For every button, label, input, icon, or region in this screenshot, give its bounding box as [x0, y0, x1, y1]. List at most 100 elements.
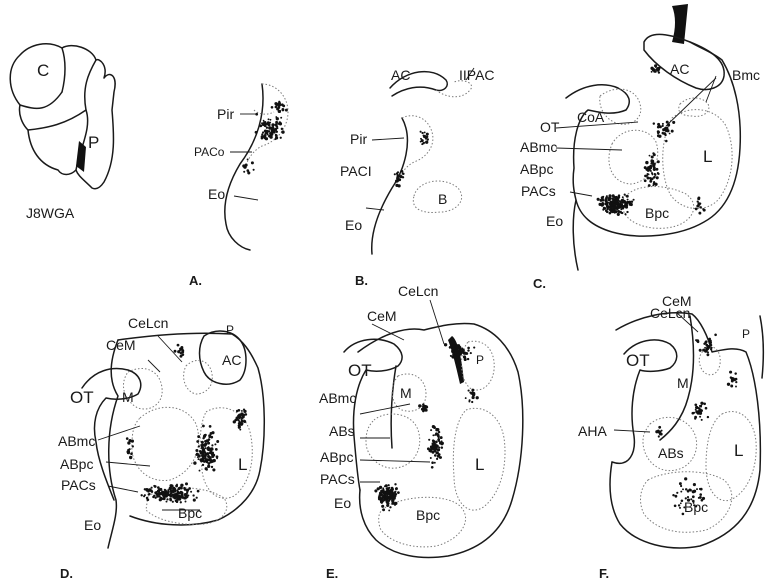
labeled-cell-dot [178, 487, 181, 490]
labeled-cell-dot [693, 504, 695, 506]
labeled-cell-dot [202, 437, 204, 439]
labeled-cell-dot [690, 498, 692, 500]
labeled-cell-dot [205, 467, 208, 470]
labeled-cell-dot [421, 408, 424, 411]
labeled-cell-dot [263, 120, 265, 122]
labeled-cell-dot [175, 492, 177, 494]
labeled-cell-dot [269, 135, 272, 138]
labeled-cell-dot [423, 142, 425, 144]
panel-d-abpc-leader [106, 462, 150, 466]
labeled-cell-dot [678, 504, 680, 506]
labeled-cell-dot [276, 103, 278, 105]
labeled-cell-dot [693, 412, 695, 414]
labeled-cell-dot [435, 452, 438, 455]
labeled-cell-dot [170, 490, 173, 493]
labeled-cell-dot [626, 195, 629, 198]
labeled-cell-dot [612, 199, 615, 202]
labeled-cell-dot [672, 121, 675, 124]
labeled-cell-dot [439, 456, 442, 459]
labeled-cell-dot [274, 138, 276, 140]
labeled-cell-dot [205, 453, 208, 456]
labeled-cell-dot [243, 171, 245, 173]
inset-cerebrum-outline [10, 44, 115, 189]
labeled-cell-dot [151, 487, 153, 489]
labeled-cell-dot [460, 351, 463, 354]
labeled-cell-dot [449, 346, 451, 348]
panel-f-l-outline [706, 412, 756, 501]
panel-b-b-label: B [438, 191, 447, 207]
labeled-cell-dot [379, 497, 382, 500]
labeled-cell-dot [204, 440, 207, 443]
labeled-cell-dot [680, 502, 682, 504]
labeled-cell-dot [655, 66, 657, 68]
inset-lesion-mark [76, 141, 86, 172]
labeled-cell-dot [652, 152, 654, 154]
labeled-cell-dot [653, 166, 655, 168]
panel-d-celcn-leader [158, 336, 182, 362]
panel-d: CeLcn CeM P AC OT M ABmc ABpc PACs L Eo … [58, 315, 264, 581]
labeled-cell-dot [158, 487, 160, 489]
labeled-cell-dot [433, 440, 436, 443]
panel-d-bpc-label: Bpc [178, 505, 202, 521]
labeled-cell-dot [651, 162, 654, 165]
panel-d-l-label: L [238, 455, 247, 474]
labeled-cell-dot [647, 169, 650, 172]
panel-a-paco-label: PACo [194, 145, 225, 159]
labeled-cell-dot [431, 461, 434, 464]
labeled-cell-dot [699, 416, 701, 418]
labeled-cell-dot [388, 509, 390, 511]
labeled-cell-dot [440, 436, 443, 439]
panel-e-tract-mark [448, 336, 464, 384]
labeled-cell-dot [681, 500, 684, 503]
labeled-cell-dot [731, 377, 734, 380]
panel-e-pacs-label: PACs [320, 471, 355, 487]
labeled-cell-dot [247, 158, 249, 160]
labeled-cell-dot [438, 440, 440, 442]
panel-c-abpc-outline [609, 130, 658, 184]
labeled-cell-dot [141, 494, 143, 496]
panel-e-cem-leader [372, 324, 404, 340]
labeled-cell-dot [464, 352, 467, 355]
labeled-cell-dot [127, 450, 130, 453]
labeled-cell-dot [702, 349, 705, 352]
labeled-cell-dot [658, 135, 661, 138]
labeled-cell-dot [694, 416, 697, 419]
labeled-cell-dot [695, 409, 697, 411]
labeled-cell-dot [430, 450, 433, 453]
labeled-cell-dot [129, 456, 132, 459]
labeled-cell-dot [426, 405, 428, 407]
labeled-cell-dot [674, 495, 677, 498]
labeled-cell-dot [654, 183, 657, 186]
labeled-cell-dot [172, 487, 175, 490]
labeled-cell-dot [277, 106, 280, 109]
panel-d-section-outline [108, 340, 118, 548]
panel-e-section-outline [358, 323, 523, 557]
labeled-cell-dot [672, 494, 674, 496]
labeled-cell-dot [193, 499, 196, 502]
labeled-cell-dot [699, 496, 702, 499]
labeled-cell-dot [392, 499, 394, 501]
labeled-cell-dot [176, 500, 179, 503]
labeled-cell-dot [177, 344, 180, 347]
labeled-cell-dot [374, 489, 377, 492]
labeled-cell-dot [197, 453, 200, 456]
labeled-cell-dot [132, 445, 134, 447]
labeled-cell-dot [424, 409, 427, 412]
panel-e-abpc-label: ABpc [320, 449, 353, 465]
labeled-cell-dot [707, 351, 709, 353]
labeled-cell-dot [608, 197, 610, 199]
labeled-cell-dot [264, 137, 267, 140]
labeled-cell-dot [190, 491, 192, 493]
labeled-cell-dot [665, 127, 668, 130]
labeled-cell-dot [275, 116, 277, 118]
panel-c-bpc-label: Bpc [645, 205, 669, 221]
panel-c-bmc-outline [679, 98, 709, 116]
labeled-cell-dot [614, 206, 617, 209]
labeled-cell-dot [255, 131, 258, 134]
panel-f-l-label: L [734, 441, 743, 460]
labeled-cell-dot [609, 212, 612, 215]
labeled-cell-dot [154, 485, 157, 488]
labeled-cell-dot [471, 392, 474, 395]
labeled-cell-dot [654, 70, 656, 72]
